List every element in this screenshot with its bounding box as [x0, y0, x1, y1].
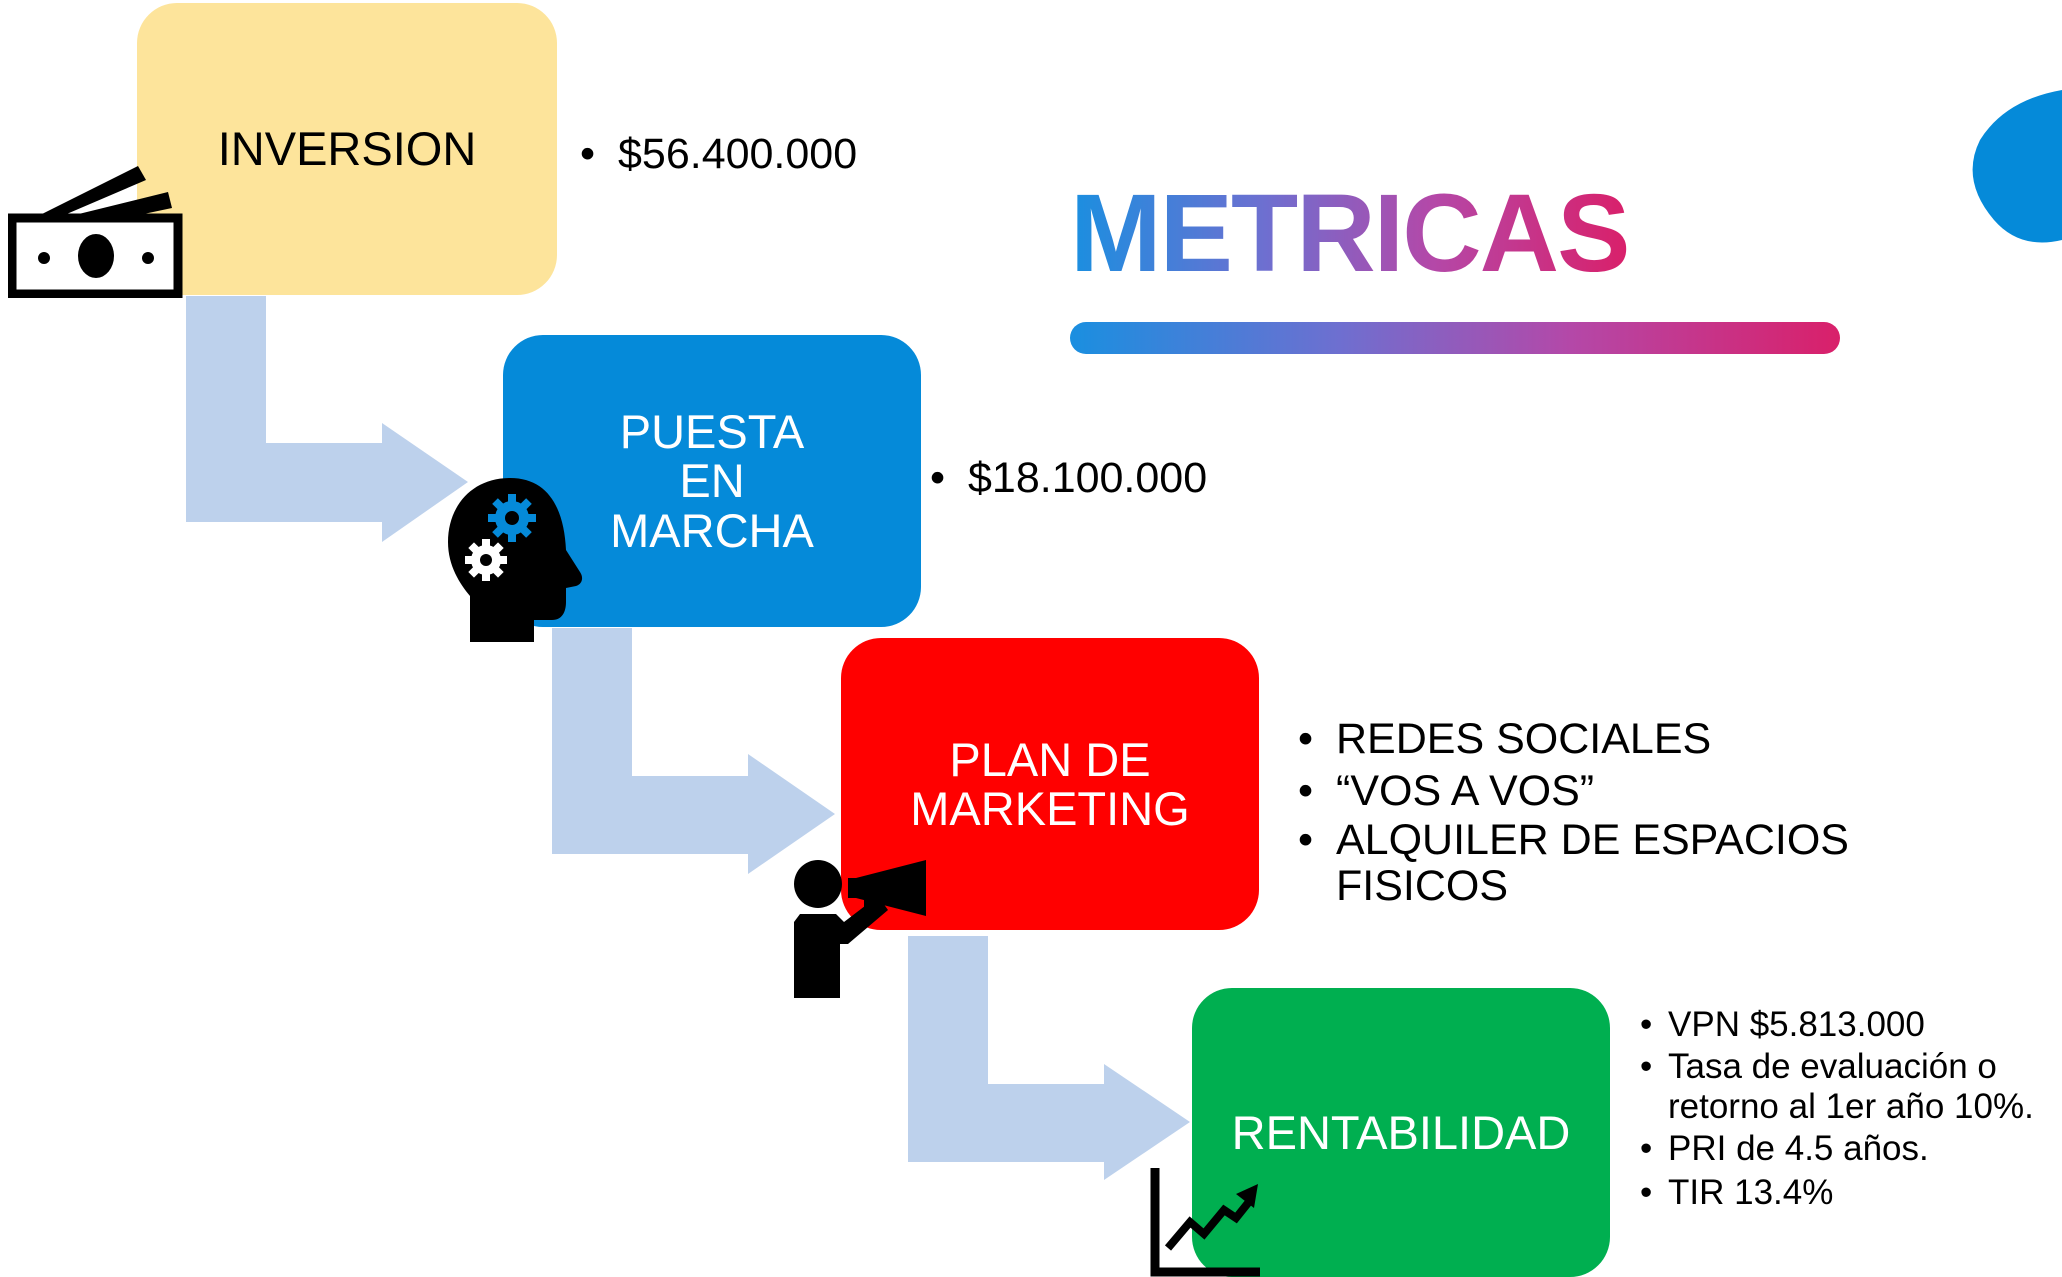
chart-trend-arrow — [1236, 1184, 1258, 1208]
blob-shape — [1972, 90, 2062, 243]
step-label-rentabilidad: RENTABILIDAD — [1231, 1105, 1571, 1159]
arrow-connectors — [186, 296, 1190, 1180]
person-megaphone-icon — [794, 860, 926, 998]
gear-large — [488, 494, 536, 542]
head-gears-icon — [448, 478, 583, 642]
arrow-plan-to-rentabilidad — [908, 936, 1190, 1180]
bullets-inversion: $56.400.000 — [580, 128, 857, 180]
chart-axes — [1150, 1168, 1260, 1277]
decorative-blob — [1972, 90, 2062, 243]
bill-dot-right — [142, 252, 154, 264]
step-box-puesta-en-marcha: PUESTA EN MARCHA — [503, 335, 921, 627]
money-bills-icon — [8, 166, 183, 298]
person-body — [794, 896, 888, 998]
bill-dot-left — [38, 252, 50, 264]
bullet-item: REDES SOCIALES — [1298, 713, 1898, 765]
bill-center — [78, 234, 114, 278]
bullets-puesta-en-marcha: $18.100.000 — [930, 452, 1207, 504]
bill-back-1 — [34, 166, 146, 222]
bullets-plan-de-marketing: REDES SOCIALES “VOS A VOS” ALQUILER DE E… — [1298, 713, 1898, 909]
gear-small — [465, 539, 507, 581]
person-head — [794, 860, 842, 908]
title-underline — [1070, 322, 1840, 354]
head-silhouette — [448, 478, 583, 642]
megaphone-handle — [864, 894, 876, 910]
step-label-plan-de-marketing: PLAN DE MARKETING — [910, 732, 1190, 835]
step-box-rentabilidad: RENTABILIDAD — [1192, 988, 1610, 1277]
step-box-inversion: INVERSION — [137, 3, 557, 295]
bullet-item: VPN $5.813.000 — [1640, 1003, 2060, 1047]
bullet-item: Tasa de evaluación o retorno al 1er año … — [1640, 1047, 2060, 1127]
step-label-inversion: INVERSION — [217, 122, 477, 176]
bullets-rentabilidad: VPN $5.813.000 Tasa de evaluación o reto… — [1640, 1003, 2060, 1215]
bullet-item: TIR 13.4% — [1640, 1171, 2060, 1215]
arrow-inversion-to-puesta — [186, 296, 468, 542]
bullet-item: $56.400.000 — [580, 128, 857, 180]
chart-trend-line — [1164, 1195, 1256, 1251]
page-title: METRICAS — [1070, 172, 1630, 295]
growth-chart-icon — [1150, 1168, 1260, 1277]
bullet-item: PRI de 4.5 años. — [1640, 1127, 2060, 1171]
bullet-item: $18.100.000 — [930, 452, 1207, 504]
bullet-item: ALQUILER DE ESPACIOS FISICOS — [1298, 817, 1898, 909]
arrow-puesta-to-plan — [552, 628, 835, 874]
step-label-puesta-en-marcha: PUESTA EN MARCHA — [610, 404, 814, 557]
bullet-item: “VOS A VOS” — [1298, 765, 1898, 817]
megaphone — [848, 860, 926, 916]
